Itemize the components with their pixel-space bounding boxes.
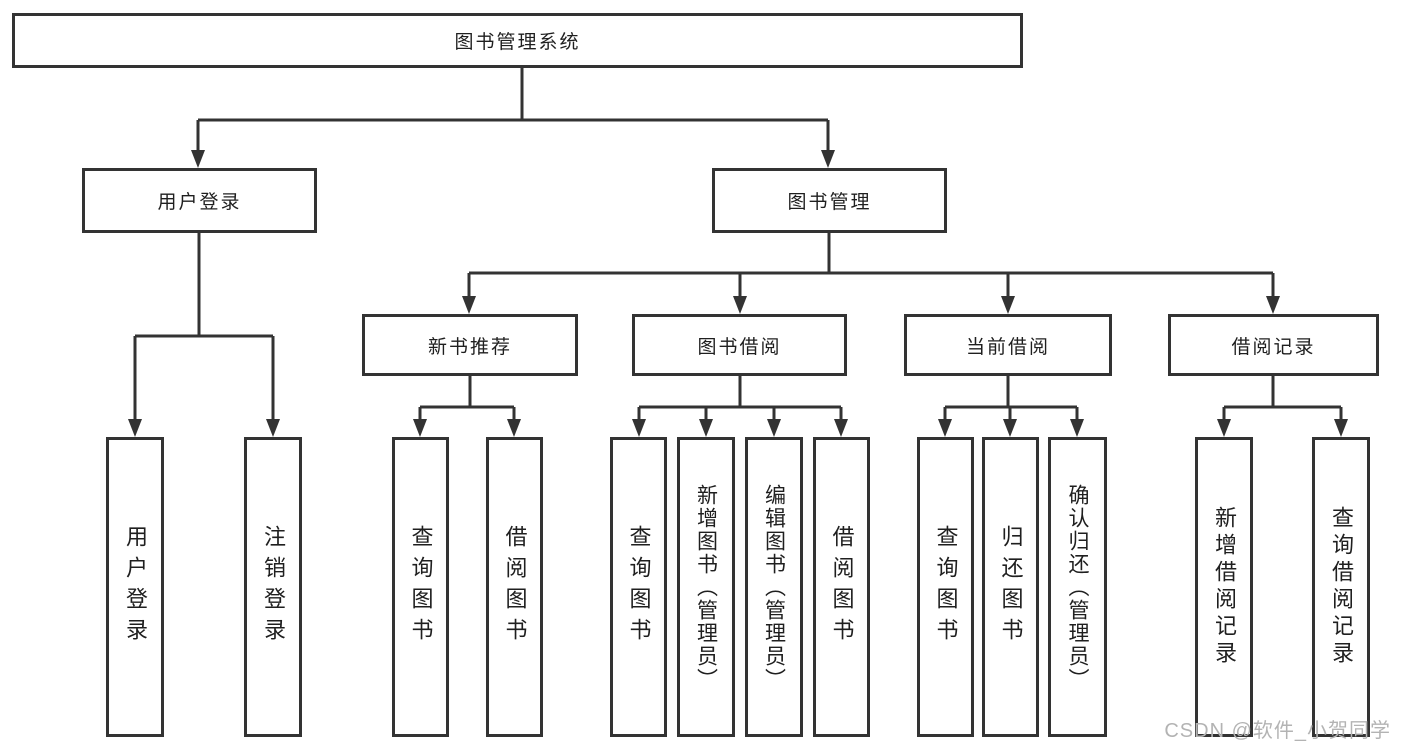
leaf-return-books-label: 归还图书 [998,525,1024,649]
leaf-logout-label: 注销登录 [261,525,286,649]
node-borrowing-records: 借阅记录 [1168,314,1379,376]
leaf-query-borrow-record: 查询借阅记录 [1312,437,1370,737]
leaf-query-books-current-label: 查询图书 [933,525,959,649]
connector-book-borrowing [632,376,848,437]
connector-new-book-recommend [413,376,521,437]
connector-root [191,68,835,168]
leaf-borrow-books-borrowing: 借阅图书 [813,437,870,737]
node-book-management-label: 图书管理 [787,192,872,213]
node-borrowing-records-label: 借阅记录 [1231,336,1316,358]
leaf-query-books-borrowing-label: 查询图书 [626,525,652,649]
leaf-query-books-recommend: 查询图书 [392,437,449,737]
leaf-user-login: 用户登录 [106,437,164,737]
leaf-edit-books-admin-label: 编辑图书（管理员） [762,483,787,691]
leaf-add-books-admin: 新增图书（管理员） [677,437,735,737]
node-new-book-recommend: 新书推荐 [362,314,578,376]
node-root-system: 图书管理系统 [12,13,1023,68]
leaf-borrow-books-recommend-label: 借阅图书 [502,525,528,649]
connector-user-login [128,233,280,437]
node-book-management: 图书管理 [712,168,947,233]
leaf-borrow-books-borrowing-label: 借阅图书 [829,525,855,649]
leaf-query-books-current: 查询图书 [917,437,974,737]
node-user-login: 用户登录 [82,168,317,233]
node-user-login-label: 用户登录 [157,192,242,213]
leaf-query-books-recommend-label: 查询图书 [408,525,434,649]
leaf-user-login-label: 用户登录 [123,525,148,649]
leaf-logout: 注销登录 [244,437,302,737]
connector-current-borrowing [938,376,1084,437]
node-root-system-label: 图书管理系统 [454,32,581,53]
leaf-add-books-admin-label: 新增图书（管理员） [694,483,719,691]
leaf-query-borrow-record-label: 查询借阅记录 [1329,506,1354,668]
connector-book-management [462,233,1280,314]
leaf-return-books: 归还图书 [982,437,1039,737]
leaf-add-borrow-record: 新增借阅记录 [1195,437,1253,737]
node-book-borrowing-label: 图书借阅 [697,336,782,358]
node-new-book-recommend-label: 新书推荐 [427,336,512,358]
leaf-confirm-return-admin-label: 确认归还（管理员） [1066,483,1090,691]
leaf-edit-books-admin: 编辑图书（管理员） [745,437,803,737]
connector-borrowing-records [1217,376,1348,437]
leaf-add-borrow-record-label: 新增借阅记录 [1212,506,1237,668]
leaf-borrow-books-recommend: 借阅图书 [486,437,543,737]
leaf-query-books-borrowing: 查询图书 [610,437,667,737]
leaf-confirm-return-admin: 确认归还（管理员） [1048,437,1107,737]
watermark: CSDN @软件_小贺同学 [1164,720,1391,742]
node-book-borrowing: 图书借阅 [632,314,847,376]
node-current-borrowing: 当前借阅 [904,314,1112,376]
node-current-borrowing-label: 当前借阅 [965,336,1050,358]
